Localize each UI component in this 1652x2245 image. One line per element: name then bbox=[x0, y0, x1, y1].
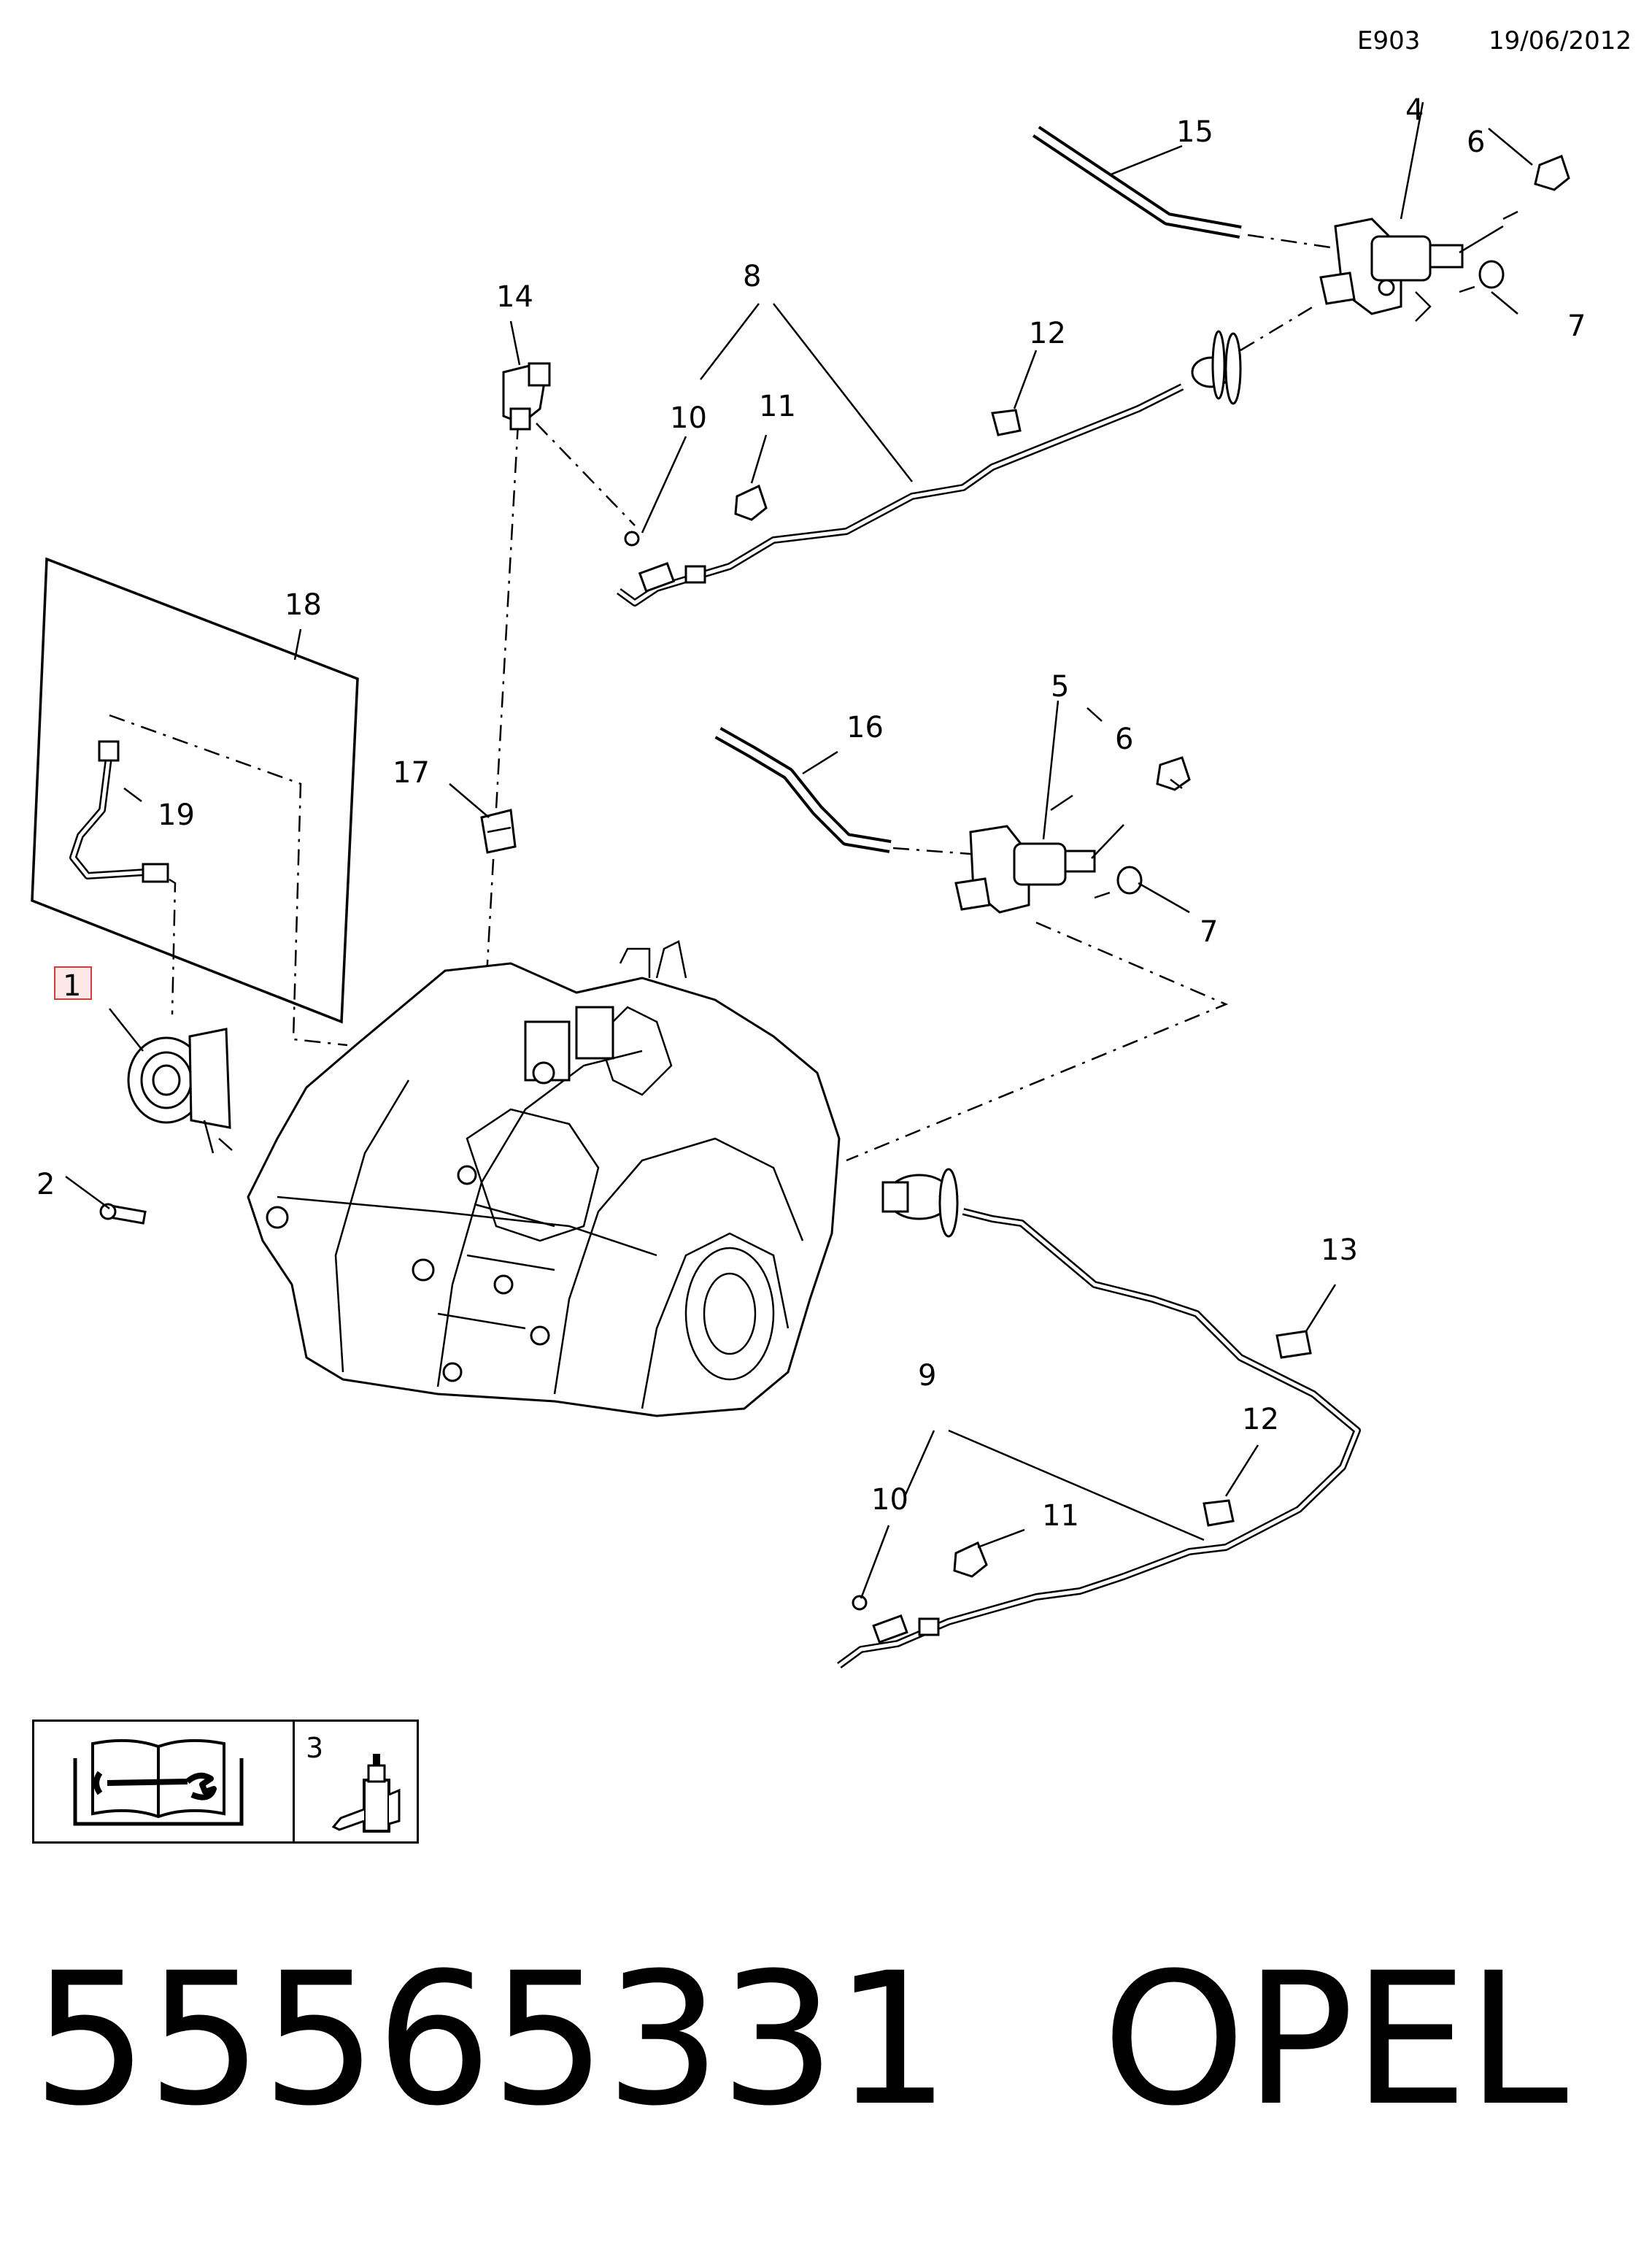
callout-16: 16 bbox=[846, 711, 884, 744]
brand-name: OPEL bbox=[1102, 1933, 1568, 2146]
part-2-bolt[interactable] bbox=[99, 1203, 147, 1225]
callout-4: 4 bbox=[1405, 93, 1424, 127]
part-4-master-cylinder[interactable] bbox=[1319, 217, 1504, 322]
fitting-19-top bbox=[98, 740, 120, 762]
part-13-clip[interactable] bbox=[1275, 1330, 1312, 1359]
part-number: 55565331 bbox=[32, 1933, 950, 2146]
legend-box: 3 bbox=[32, 1720, 419, 1844]
part-11-clip-upper[interactable] bbox=[734, 484, 768, 521]
legend-divider bbox=[293, 1722, 295, 1841]
part-1-slave-cylinder[interactable] bbox=[127, 1028, 233, 1154]
frame-panel-18 bbox=[31, 557, 359, 1024]
dashline-19-upper bbox=[109, 714, 348, 1047]
callout-15: 15 bbox=[1176, 115, 1213, 149]
diagram-date: 19/06/2012 bbox=[1489, 26, 1632, 55]
callout-11-lower: 11 bbox=[1042, 1499, 1079, 1533]
gearbox-housing[interactable] bbox=[247, 940, 841, 1417]
pipe-9 bbox=[837, 1208, 1361, 1669]
callout-19: 19 bbox=[158, 798, 195, 832]
highlight-part-1[interactable] bbox=[54, 966, 92, 1000]
footer-title: 55565331 OPEL bbox=[32, 1933, 1568, 2146]
callout-8: 8 bbox=[743, 260, 761, 293]
part-11-clip-lower[interactable] bbox=[953, 1541, 988, 1578]
leader-lines bbox=[65, 101, 1533, 1599]
part-10-seal-lower[interactable] bbox=[852, 1595, 868, 1611]
part-6-clip-upper[interactable] bbox=[1534, 155, 1570, 191]
quick-connector-upper[interactable] bbox=[1191, 330, 1242, 405]
part-12-clip-lower[interactable] bbox=[1203, 1499, 1235, 1527]
callout-11-upper: 11 bbox=[759, 390, 796, 423]
part-7-bushing-lower[interactable] bbox=[1116, 866, 1143, 895]
part-5-master-cylinder[interactable] bbox=[954, 824, 1124, 914]
callout-13: 13 bbox=[1321, 1233, 1358, 1267]
callout-9: 9 bbox=[918, 1359, 936, 1393]
callout-12-lower: 12 bbox=[1242, 1403, 1279, 1436]
callout-5: 5 bbox=[1051, 670, 1069, 704]
callout-12-upper: 12 bbox=[1029, 317, 1066, 350]
legend-item-3-number: 3 bbox=[306, 1732, 324, 1764]
part-17-clip[interactable] bbox=[480, 809, 517, 854]
callout-10-lower: 10 bbox=[871, 1483, 908, 1517]
callout-14: 14 bbox=[496, 280, 533, 314]
callout-17: 17 bbox=[393, 756, 430, 790]
quick-connector-lower[interactable] bbox=[881, 1168, 959, 1238]
dashline-14-17 bbox=[480, 423, 520, 1066]
dashline-14-8 bbox=[536, 423, 636, 526]
callout-6-lower: 6 bbox=[1115, 723, 1133, 756]
dashline-19-lower bbox=[169, 878, 177, 1015]
callout-1: 1 bbox=[63, 969, 81, 1003]
part-7-bushing-upper[interactable] bbox=[1478, 260, 1505, 289]
dashline-5-gearbox bbox=[846, 921, 1229, 1162]
diagram-code: E903 bbox=[1357, 26, 1421, 55]
callout-2: 2 bbox=[36, 1168, 55, 1201]
callout-7-lower: 7 bbox=[1200, 915, 1218, 949]
pipe-19 bbox=[69, 751, 165, 879]
repair-manual-icon bbox=[73, 1738, 244, 1826]
callout-10-upper: 10 bbox=[670, 401, 707, 435]
part-12-clip-upper[interactable] bbox=[991, 409, 1022, 436]
callout-18: 18 bbox=[285, 588, 322, 622]
part-14-elbow[interactable] bbox=[502, 362, 551, 431]
part-6-clip-lower[interactable] bbox=[1156, 756, 1191, 791]
part-10-seal-upper[interactable] bbox=[624, 531, 640, 547]
callout-7-upper: 7 bbox=[1567, 309, 1586, 343]
fitting-19-bottom bbox=[142, 863, 169, 883]
fluid-bottle-icon bbox=[331, 1754, 401, 1833]
callout-6-upper: 6 bbox=[1467, 126, 1485, 159]
